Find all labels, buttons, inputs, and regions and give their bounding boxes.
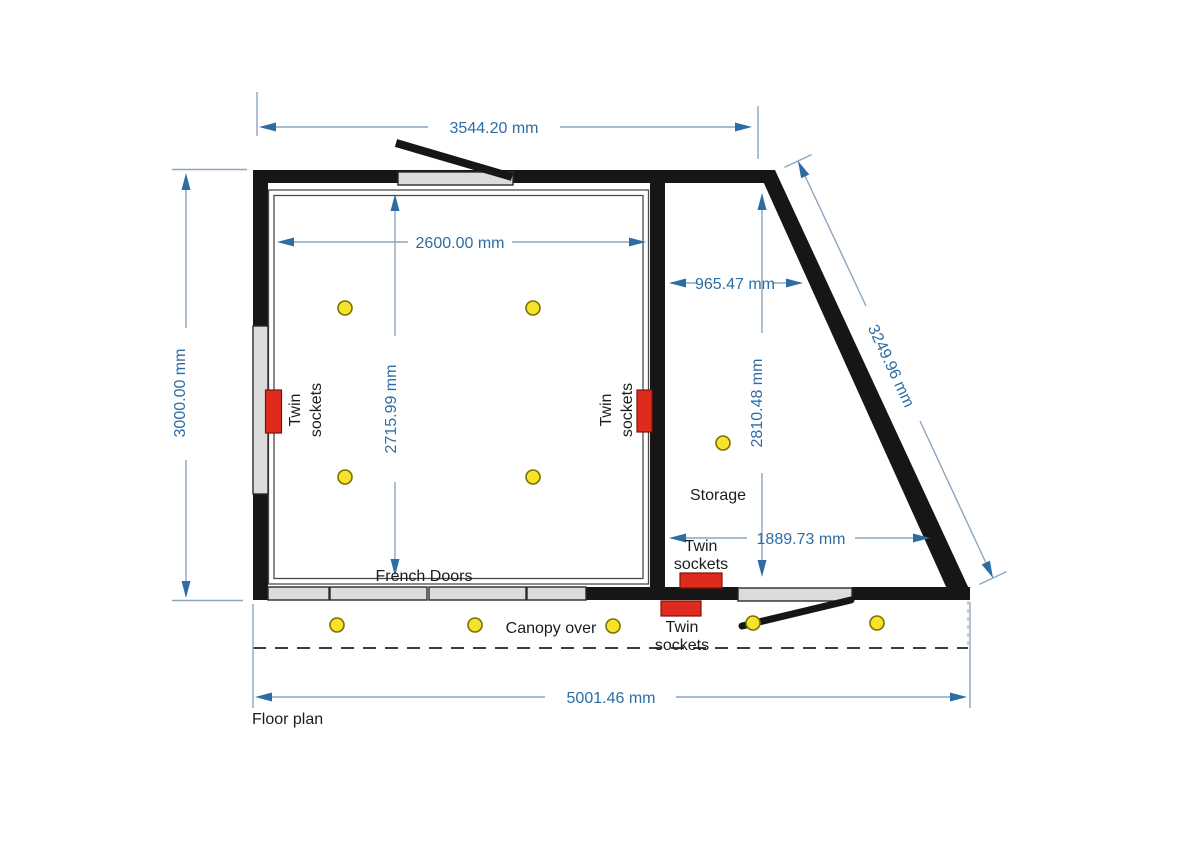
dimension-diagonal-wall: 3249.96 mm — [784, 153, 1007, 586]
canopy-light — [605, 618, 621, 634]
french-door-leaf-right — [428, 586, 527, 601]
dim-storage-top-width-text: 965.47 mm — [695, 276, 775, 293]
canopy-light — [745, 615, 761, 631]
twin-sockets-label-left: Twin — [287, 394, 304, 427]
openings — [252, 139, 855, 630]
room-light — [337, 300, 353, 316]
bottom-wall-right — [852, 587, 970, 600]
dimension-top-width: 3544.20 mm — [256, 92, 759, 159]
lights — [329, 300, 885, 634]
floor-plan-title: Floor plan — [252, 711, 323, 728]
dimension-overall-width: 5001.46 mm — [252, 602, 971, 708]
dimension-overall-height: 3000.00 mm — [172, 168, 247, 602]
bottom-window-right — [526, 586, 587, 601]
bottom-window-left — [267, 586, 330, 601]
canopy-over-label: Canopy over — [506, 620, 597, 637]
dim-top-width-text: 3544.20 mm — [450, 120, 539, 137]
left-wall-socket — [264, 389, 283, 434]
storage-socket — [679, 572, 723, 589]
twin-sockets-label-partition: Twin — [598, 394, 615, 427]
diagonal-wall — [758, 170, 970, 600]
twin-sockets-label-storage: sockets — [674, 556, 728, 573]
room-lining-inner — [273, 194, 644, 580]
dim-overall-height-text: 3000.00 mm — [172, 349, 189, 438]
partition-wall-socket — [636, 389, 653, 433]
canopy-light — [467, 617, 483, 633]
twin-sockets-label-canopy: Twin — [666, 619, 699, 636]
canopy-light — [329, 617, 345, 633]
room-light — [337, 469, 353, 485]
twin-sockets-label-canopy: sockets — [655, 637, 709, 654]
left-wall-upper — [253, 170, 268, 326]
dimension-room-width: 2600.00 mm — [277, 235, 646, 252]
room-light — [525, 300, 541, 316]
sockets — [264, 389, 723, 617]
storage-door-panel — [737, 587, 853, 602]
dim-storage-bottom-width-text: 1889.73 mm — [757, 531, 846, 548]
storage-light — [715, 435, 731, 451]
canopy-light — [869, 615, 885, 631]
dimension-storage-bottom-width: 1889.73 mm — [669, 531, 930, 548]
dim-overall-width-text: 5001.46 mm — [567, 690, 656, 707]
twin-sockets-label-partition: sockets — [619, 383, 636, 437]
dim-room-depth-text: 2715.99 mm — [383, 365, 400, 454]
storage-label: Storage — [690, 487, 746, 504]
top-door-panel — [397, 171, 514, 186]
bottom-wall-left-corner — [253, 587, 268, 600]
canopy-socket — [660, 600, 702, 617]
bottom-wall-mid — [586, 587, 738, 600]
partition-wall — [650, 183, 665, 587]
dim-storage-depth-text: 2810.48 mm — [749, 359, 766, 448]
twin-sockets-label-storage: Twin — [685, 538, 718, 555]
french-door-leaf-left — [329, 586, 428, 601]
dim-room-width-text: 2600.00 mm — [416, 235, 505, 252]
left-wall-lower — [253, 494, 268, 600]
walls — [253, 170, 970, 600]
top-door-leaf — [394, 139, 514, 181]
annotations: Storage French Doors Canopy over Floor p… — [252, 383, 746, 728]
dimension-room-depth: 2715.99 mm — [383, 194, 400, 576]
twin-sockets-label-left: sockets — [308, 383, 325, 437]
room-light — [525, 469, 541, 485]
dimension-storage-top-width: 965.47 mm — [669, 276, 803, 293]
dimension-storage-depth: 2810.48 mm — [749, 193, 767, 577]
french-doors-label: French Doors — [376, 568, 473, 585]
